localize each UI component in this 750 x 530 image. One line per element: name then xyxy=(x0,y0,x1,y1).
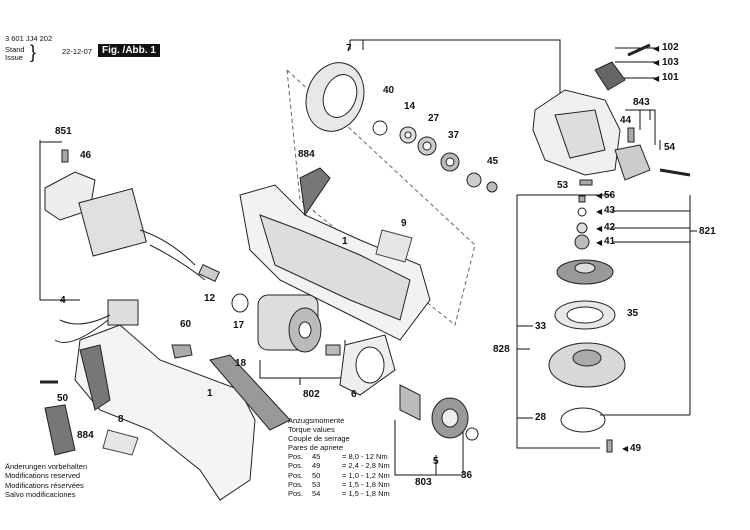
callout-828: 828 xyxy=(493,344,510,355)
callout-9: 9 xyxy=(401,218,407,229)
stand-label: Stand xyxy=(5,45,25,54)
callout-4: 4 xyxy=(60,295,66,306)
callout-884-upper: 884 xyxy=(298,149,315,160)
callout-41: 41 xyxy=(604,236,616,247)
callout-46: 46 xyxy=(80,150,92,161)
note-fr: Modifications réservées xyxy=(5,480,84,490)
callout-17: 17 xyxy=(233,320,245,331)
callout-56: 56 xyxy=(604,190,616,201)
torque-row: Pos. 45 = 8,0 - 12 Nm xyxy=(288,452,388,462)
arrow-icon: ◀ xyxy=(596,238,603,247)
callout-14: 14 xyxy=(404,101,416,112)
issue-label: Issue xyxy=(5,53,23,62)
torque-row: Pos. 53 = 1,5 - 1,8 Nm xyxy=(288,479,390,489)
arrow-icon: ◀ xyxy=(596,191,603,200)
modification-notes: Änderungen vorbehalten Modifications res… xyxy=(5,462,87,499)
arrow-icon: ◀ xyxy=(653,58,660,67)
callout-53: 53 xyxy=(557,180,569,191)
callout-884-lower: 884 xyxy=(77,430,94,441)
callout-44: 44 xyxy=(620,115,632,126)
callout-27: 27 xyxy=(428,113,440,124)
arrow-icon: ◀ xyxy=(622,444,629,453)
callout-50: 50 xyxy=(57,393,69,404)
callout-36: 36 xyxy=(461,470,473,481)
torque-title-es: Pares de apriete xyxy=(288,443,344,453)
callout-843: 843 xyxy=(633,97,650,108)
torque-title-de: Anzugsmomente xyxy=(288,416,345,425)
note-en: Modifications reserved xyxy=(5,471,81,481)
callout-42: 42 xyxy=(604,222,616,233)
torque-row: Pos. 49 = 2,4 - 2,8 Nm xyxy=(288,461,390,471)
callout-35: 35 xyxy=(627,308,639,319)
torque-row: Pos. 50 = 1,0 - 1,2 Nm xyxy=(288,470,390,480)
callout-803: 803 xyxy=(415,477,432,488)
callout-103: 103 xyxy=(662,57,679,68)
note-es: Salvo modificaciones xyxy=(5,489,76,499)
callout-54: 54 xyxy=(664,142,676,153)
arrow-icon: ◀ xyxy=(596,207,603,216)
torque-title-fr: Couple de serrage xyxy=(288,434,350,444)
callout-60: 60 xyxy=(180,319,192,330)
arrow-icon: ◀ xyxy=(596,224,603,233)
callout-802: 802 xyxy=(303,389,320,400)
callout-40: 40 xyxy=(383,85,395,96)
callout-12: 12 xyxy=(204,293,216,304)
callout-28: 28 xyxy=(535,412,547,423)
callout-18: 18 xyxy=(235,358,247,369)
callout-101: 101 xyxy=(662,72,679,83)
issue-date: 22-12-07 xyxy=(62,47,93,56)
callout-5: 5 xyxy=(433,456,439,467)
callout-1-upper: 1 xyxy=(342,236,348,247)
callout-102: 102 xyxy=(662,42,679,53)
callout-45: 45 xyxy=(487,156,499,167)
callout-7: 7 xyxy=(346,43,352,54)
figure-label: Fig. /Abb. 1 xyxy=(98,44,160,57)
doc-number: 3 601 JJ4 202 xyxy=(5,34,53,43)
brace: } xyxy=(30,42,37,62)
torque-values: Anzugsmomente Torque values Couple de se… xyxy=(288,416,390,498)
callout-37: 37 xyxy=(448,130,460,141)
callout-8: 8 xyxy=(118,414,124,425)
callout-821: 821 xyxy=(699,226,716,237)
callout-33: 33 xyxy=(535,321,547,332)
callout-49: 49 xyxy=(630,443,642,454)
callout-6: 6 xyxy=(351,389,357,400)
callout-851: 851 xyxy=(55,126,72,137)
torque-title-en: Torque values xyxy=(288,425,335,435)
callout-43: 43 xyxy=(604,205,616,216)
callout-1-lower: 1 xyxy=(207,388,213,399)
arrow-icon: ◀ xyxy=(653,74,660,83)
torque-row: Pos. 54 = 1,5 - 1,8 Nm xyxy=(288,488,390,498)
arrow-icon: ◀ xyxy=(653,44,660,53)
note-de: Änderungen vorbehalten xyxy=(5,462,88,471)
